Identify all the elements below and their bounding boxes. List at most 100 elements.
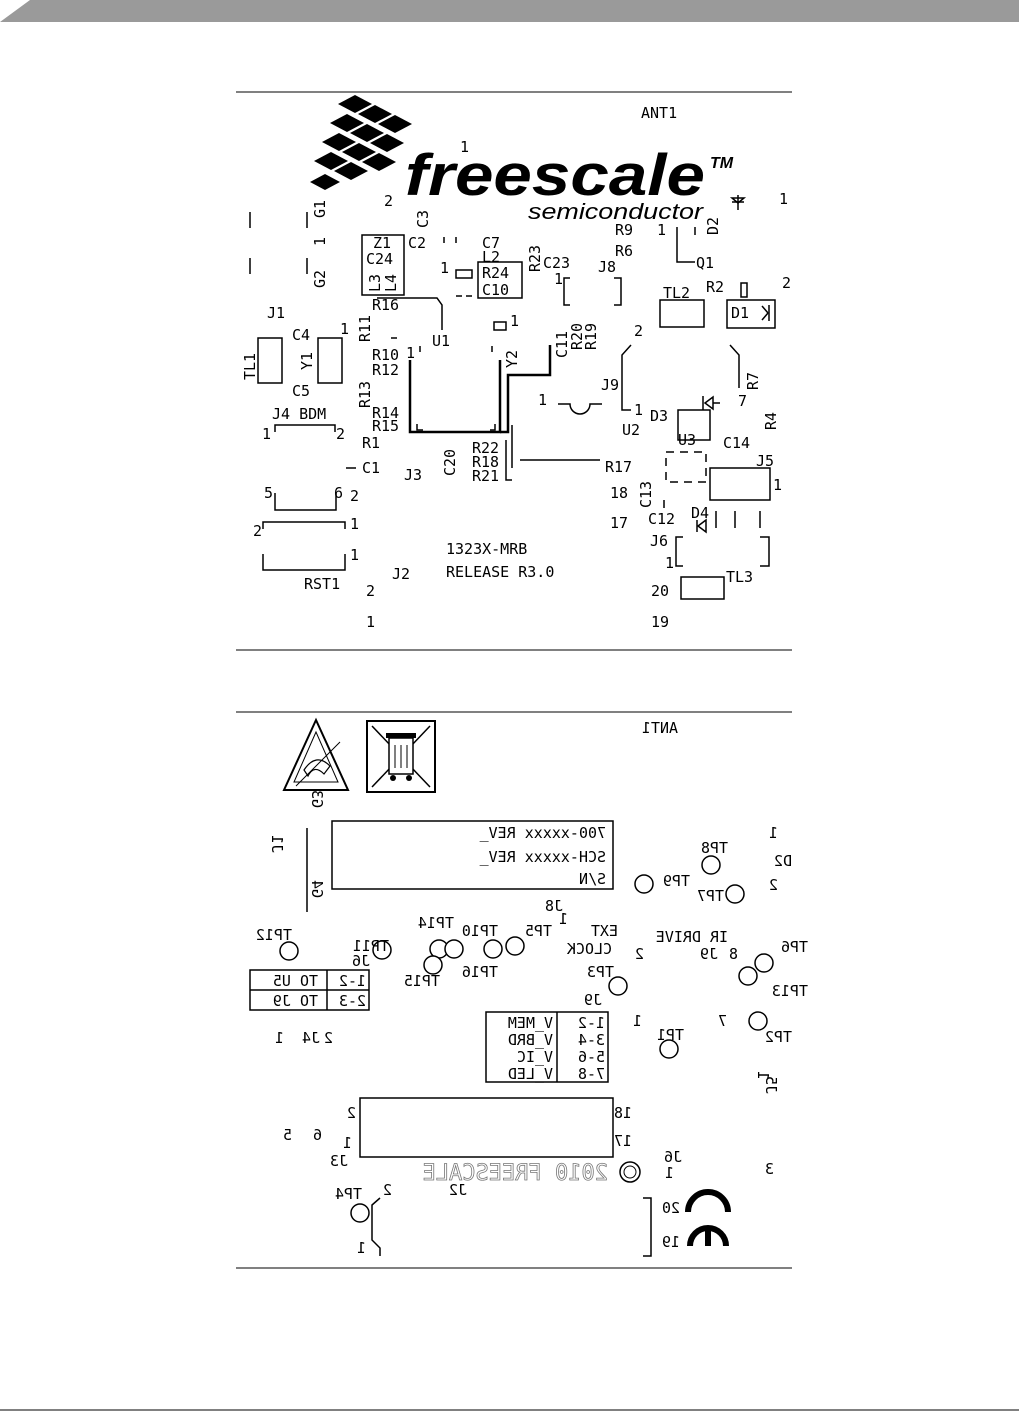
bot-rev-line3: S/N — [579, 870, 606, 888]
label-release: RELEASE R3.0 — [446, 563, 554, 581]
j6-row1-left: TO U5 — [273, 972, 318, 990]
label-r17: R17 — [605, 458, 632, 476]
label-g2: G2 — [311, 270, 329, 288]
label-2-rst: 2 — [253, 522, 262, 540]
label-g1: G1 — [311, 200, 329, 218]
label-2-j3: 2 — [350, 487, 359, 505]
bot-tp6: TP6 — [781, 938, 808, 956]
bot-one-j6: 1 — [665, 1164, 674, 1182]
bot-j9-b: J9 — [584, 991, 602, 1009]
label-j6: J6 — [650, 532, 668, 550]
label-r18: R18 — [472, 453, 499, 471]
label-1-j6: 1 — [665, 554, 674, 572]
bot-one-j3: 1 — [343, 1134, 352, 1152]
label-c23: C23 — [543, 254, 570, 272]
copyright-mark — [619, 1161, 641, 1183]
label-board-name: 1323X-MRB — [446, 540, 527, 558]
bot-twenty: 20 — [662, 1199, 680, 1217]
test-point-tp11 — [372, 940, 392, 960]
bot-tp3: TP3 — [587, 963, 614, 981]
label-r15: R15 — [372, 417, 399, 435]
bot-two-j9: 2 — [635, 945, 644, 963]
label-d4: D4 — [691, 504, 709, 522]
label-1-c23: 1 — [554, 270, 563, 288]
bot-tp8: TP8 — [701, 839, 728, 857]
bot-one-j8: 1 — [559, 910, 568, 928]
label-1-u2: 1 — [538, 391, 547, 409]
label-18: 18 — [610, 484, 628, 502]
test-point-tp3 — [608, 976, 628, 996]
label-j8: J8 — [598, 258, 616, 276]
label-c13: C13 — [637, 481, 655, 508]
label-c20: C20 — [441, 449, 459, 476]
label-1-y2: 1 — [510, 312, 519, 330]
bot-seventeen: 17 — [614, 1132, 632, 1150]
j9-row1-right: 1-2 — [578, 1014, 605, 1032]
label-r24: R24 — [482, 264, 509, 282]
bot-one-tr: 1 — [769, 824, 778, 842]
j6-table: 1-2 TO U5 2-3 TO J9 — [249, 969, 370, 1011]
label-tl2: TL2 — [663, 284, 690, 302]
bot-j2: J2 — [449, 1181, 467, 1199]
test-point-tp1 — [659, 1039, 679, 1059]
label-j4-bdm: J4 BDM — [272, 405, 326, 423]
bottom-labels: ANT1 G3 G4 J1 700-xxxxx REV_ SCH-xxxxx R… — [256, 719, 808, 1257]
label-l4: L4 — [382, 274, 400, 292]
label-2-j4: 2 — [336, 425, 345, 443]
label-r21: R21 — [472, 467, 499, 485]
label-r23: R23 — [526, 245, 544, 272]
label-r2: R2 — [706, 278, 724, 296]
bot-two-d2: 2 — [769, 876, 778, 894]
label-j9: J9 — [601, 376, 619, 394]
bot-one-j9: 1 — [633, 1012, 642, 1030]
bot-tp2: TP2 — [765, 1028, 792, 1046]
label-rst1: RST1 — [304, 575, 340, 593]
test-point-tp9 — [634, 874, 654, 894]
label-c14: C14 — [723, 434, 750, 452]
bot-one-j4: 1 — [275, 1029, 284, 1047]
label-1-j2: 1 — [366, 613, 375, 631]
label-c24: C24 — [366, 250, 393, 268]
label-7-r7: 7 — [738, 392, 747, 410]
label-1-rst-a: 1 — [350, 515, 359, 533]
bot-three: 3 — [765, 1160, 774, 1178]
bot-copyright: 2010 FREESCALE — [423, 1161, 608, 1186]
label-j1: J1 — [267, 304, 285, 322]
label-c2: C2 — [408, 234, 426, 252]
bot-tp14: TP14 — [418, 914, 454, 932]
label-r14: R14 — [372, 404, 399, 422]
test-point-tp8 — [701, 855, 721, 875]
bot-eighteen: 18 — [614, 1104, 632, 1122]
label-r16: R16 — [372, 296, 399, 314]
label-17: 17 — [610, 514, 628, 532]
j6-row2-right: 2-3 — [339, 992, 366, 1010]
bot-tp1: TP1 — [657, 1026, 684, 1044]
label-1-c7: 1 — [440, 259, 449, 277]
label-1-c4: 1 — [340, 320, 349, 338]
bot-ir-drive: IR DRIVE — [656, 928, 728, 946]
label-r19: R19 — [582, 323, 600, 350]
label-j3: J3 — [404, 466, 422, 484]
bot-tp13: TP13 — [772, 982, 808, 1000]
esd-warning-icon — [282, 717, 350, 791]
label-r9: R9 — [615, 221, 633, 239]
bottom-view: 1-2 TO U5 2-3 TO J9 1-2 V_MEM 3-4 V_BRD … — [236, 711, 808, 1269]
bot-tp5: TP5 — [525, 922, 552, 940]
label-r1: R1 — [362, 434, 380, 452]
brand-name: freescale — [405, 143, 705, 208]
label-q1: Q1 — [696, 254, 714, 272]
label-c4: C4 — [292, 326, 310, 344]
j2-left-bracket — [371, 1197, 381, 1256]
bot-tp7: TP7 — [697, 887, 724, 905]
arc-symbols-icon — [685, 1189, 731, 1247]
test-points — [279, 855, 774, 1223]
bot-two-j4: 2 — [324, 1029, 333, 1047]
label-d2: D2 — [704, 217, 722, 235]
bot-tp9: TP9 — [663, 872, 690, 890]
label-l2: L2 — [482, 248, 500, 266]
label-ant1: ANT1 — [641, 104, 677, 122]
bot-tp12: TP12 — [256, 926, 292, 944]
j9-row2-right: 3-4 — [578, 1031, 605, 1049]
label-c5: C5 — [292, 382, 310, 400]
